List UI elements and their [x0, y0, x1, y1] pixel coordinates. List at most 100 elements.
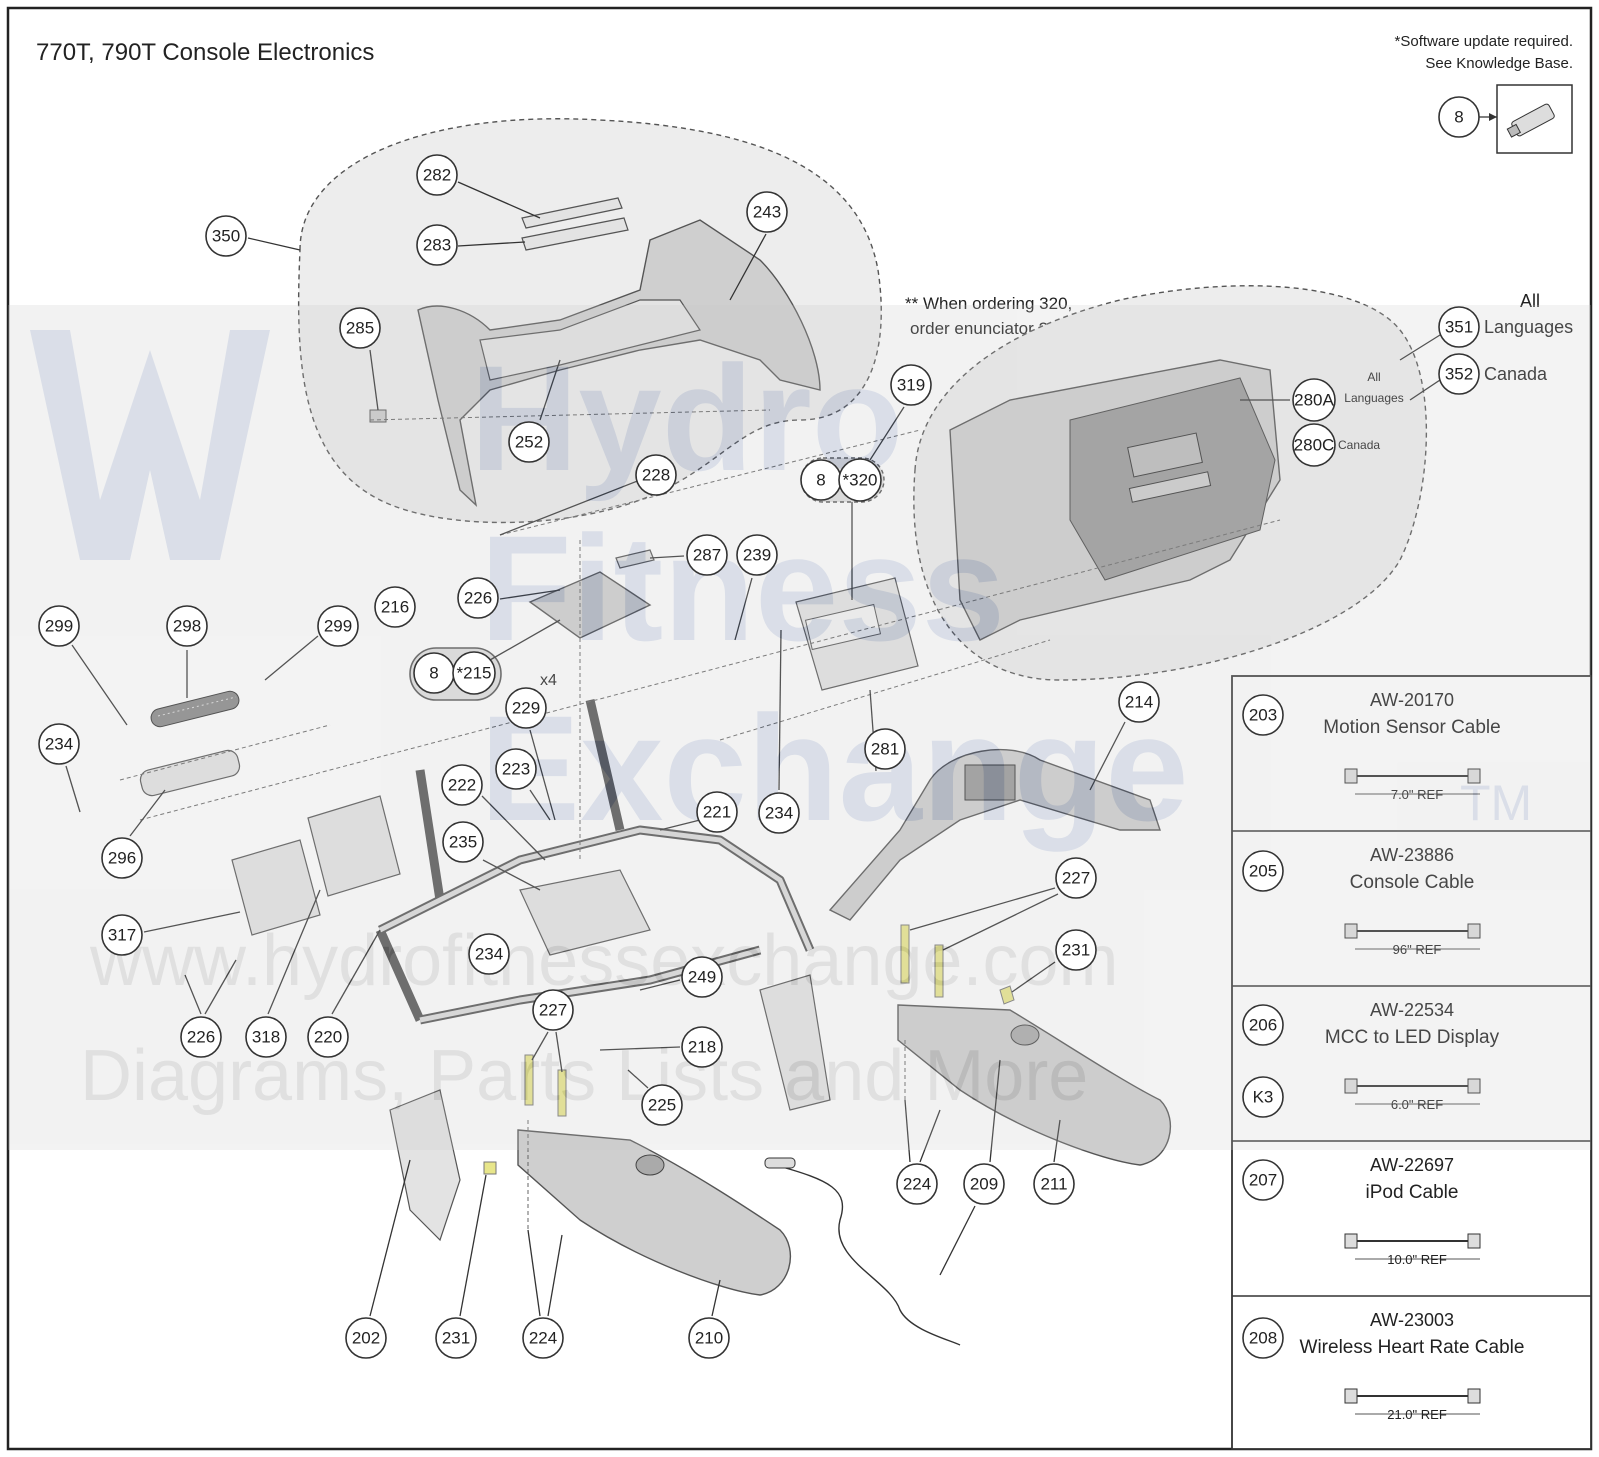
callout-c211: 211: [1033, 1163, 1075, 1205]
cable-connector-left: [1344, 923, 1358, 939]
usb-stick-icon: [1506, 103, 1555, 138]
callout-text: 206: [1249, 1016, 1277, 1035]
callout-c229: 229: [505, 687, 547, 729]
callout-c228: 228: [635, 454, 677, 496]
bolt-227c: [524, 1054, 534, 1106]
bolt-227a: [900, 924, 910, 984]
callout-c317: 317: [101, 914, 143, 956]
callout-c205: 205: [1242, 850, 1284, 892]
callout-circle: [641, 1084, 683, 1126]
callout-circle: [339, 307, 381, 349]
cover-317: [231, 839, 321, 936]
callout-circle: [166, 605, 208, 647]
callout-circle: [1242, 850, 1284, 892]
callout-text: 226: [187, 1028, 215, 1047]
callout-circle: [688, 1317, 730, 1359]
callout-text: 285: [346, 319, 374, 338]
callout-text: 202: [352, 1329, 380, 1348]
callout-c222: 222: [441, 764, 483, 806]
callout-circle: [1242, 1159, 1284, 1201]
callout-circle: [416, 224, 458, 266]
callout-c281: 281: [864, 728, 906, 770]
callout-text: 318: [252, 1028, 280, 1047]
callout-circle: [963, 1163, 1005, 1205]
callout-c8top: 8: [1438, 96, 1480, 138]
callout-c8a: 8: [800, 459, 842, 501]
callout-text: 231: [442, 1329, 470, 1348]
callout-text: 208: [1249, 1329, 1277, 1348]
callout-circle: [1242, 1317, 1284, 1359]
callout-text: 205: [1249, 862, 1277, 881]
spring-298: [150, 690, 240, 728]
sticker-283: [521, 217, 629, 251]
cable-name: Wireless Heart Rate Cable: [1300, 1337, 1525, 1358]
cable-connector-left: [1344, 1078, 1358, 1094]
callout-text: 211: [1040, 1175, 1067, 1194]
callout-text: 298: [173, 617, 201, 636]
callout-circle: [441, 764, 483, 806]
cable-ref-length: 6.0" REF: [1391, 1097, 1443, 1112]
callout-text: 216: [381, 598, 409, 617]
callout-c223: 223: [495, 748, 537, 790]
order-note-line1: ** When ordering 320,: [905, 294, 1072, 313]
callout-c225: 225: [641, 1084, 683, 1126]
callout-c202: 202: [345, 1317, 387, 1359]
callout-text: 235: [449, 833, 477, 852]
callout-text: 224: [529, 1329, 557, 1348]
watermark: Hydro Fitness Exchange TM www.hydrofitne…: [8, 305, 1591, 1150]
callout-c226a: 226: [457, 577, 499, 619]
callout-c221: 221: [696, 791, 738, 833]
callout-text: 317: [108, 926, 136, 945]
cable-name: Motion Sensor Cable: [1323, 717, 1500, 738]
callout-circle: [457, 577, 499, 619]
label-canada: Canada: [1484, 364, 1548, 384]
callout-c280a: 280A: [1292, 378, 1336, 422]
callout-c287: 287: [686, 534, 728, 576]
callout-c218: 218: [681, 1026, 723, 1068]
cable-ref-length: 96" REF: [1393, 942, 1442, 957]
callout-c231a: 231: [1055, 929, 1097, 971]
callout-c234a: 234: [38, 723, 80, 765]
callout-c285: 285: [339, 307, 381, 349]
callout-c252: 252: [508, 421, 550, 463]
callout-circle: [495, 748, 537, 790]
software-note-line2: See Knowledge Base.: [1425, 55, 1573, 72]
callout-circle: [635, 454, 677, 496]
callout-text: 210: [695, 1329, 723, 1348]
callout-c350: 350: [205, 215, 247, 257]
callout-text: 350: [212, 227, 240, 246]
callout-circle: [681, 956, 723, 998]
callout-circle: [317, 605, 359, 647]
watermark-line3: Exchange: [480, 684, 1189, 852]
label-small-all: All: [1367, 370, 1380, 384]
cable-ref-length: 21.0" REF: [1387, 1407, 1447, 1422]
watermark-tm: TM: [1460, 775, 1532, 831]
callout-text: 8: [429, 664, 438, 683]
callout-c282: 282: [416, 154, 458, 196]
cable-connector-left: [1344, 1233, 1358, 1249]
cable-table: AW-20170Motion Sensor Cable7.0" REFAW-23…: [1231, 675, 1592, 1450]
callout-c227b: 227: [532, 989, 574, 1031]
callout-c299a: 299: [38, 605, 80, 647]
callout-text: 299: [45, 617, 73, 636]
callout-text: 8: [1454, 108, 1463, 127]
quantity-x4: x4: [540, 672, 557, 689]
overlay-keys: [1128, 471, 1212, 503]
callout-text: 239: [743, 546, 771, 565]
callout-text: 203: [1249, 706, 1277, 725]
callout-c280c: 280C: [1292, 423, 1336, 467]
cable-part-number: AW-22697: [1370, 1155, 1454, 1175]
callout-c234b: 234: [758, 792, 800, 834]
callout-c234c: 234: [468, 933, 510, 975]
label-all: All: [1520, 291, 1540, 311]
callout-circle: [508, 421, 550, 463]
callout-circle: [1242, 1076, 1284, 1118]
callout-text: 280A: [1294, 391, 1334, 410]
callout-circle: [696, 791, 738, 833]
watermark-url: www.hydrofitnessexchange.com: [89, 921, 1119, 1001]
callout-text: 220: [314, 1028, 342, 1047]
callout-circle: [1118, 681, 1160, 723]
callout-text: 8: [816, 471, 825, 490]
